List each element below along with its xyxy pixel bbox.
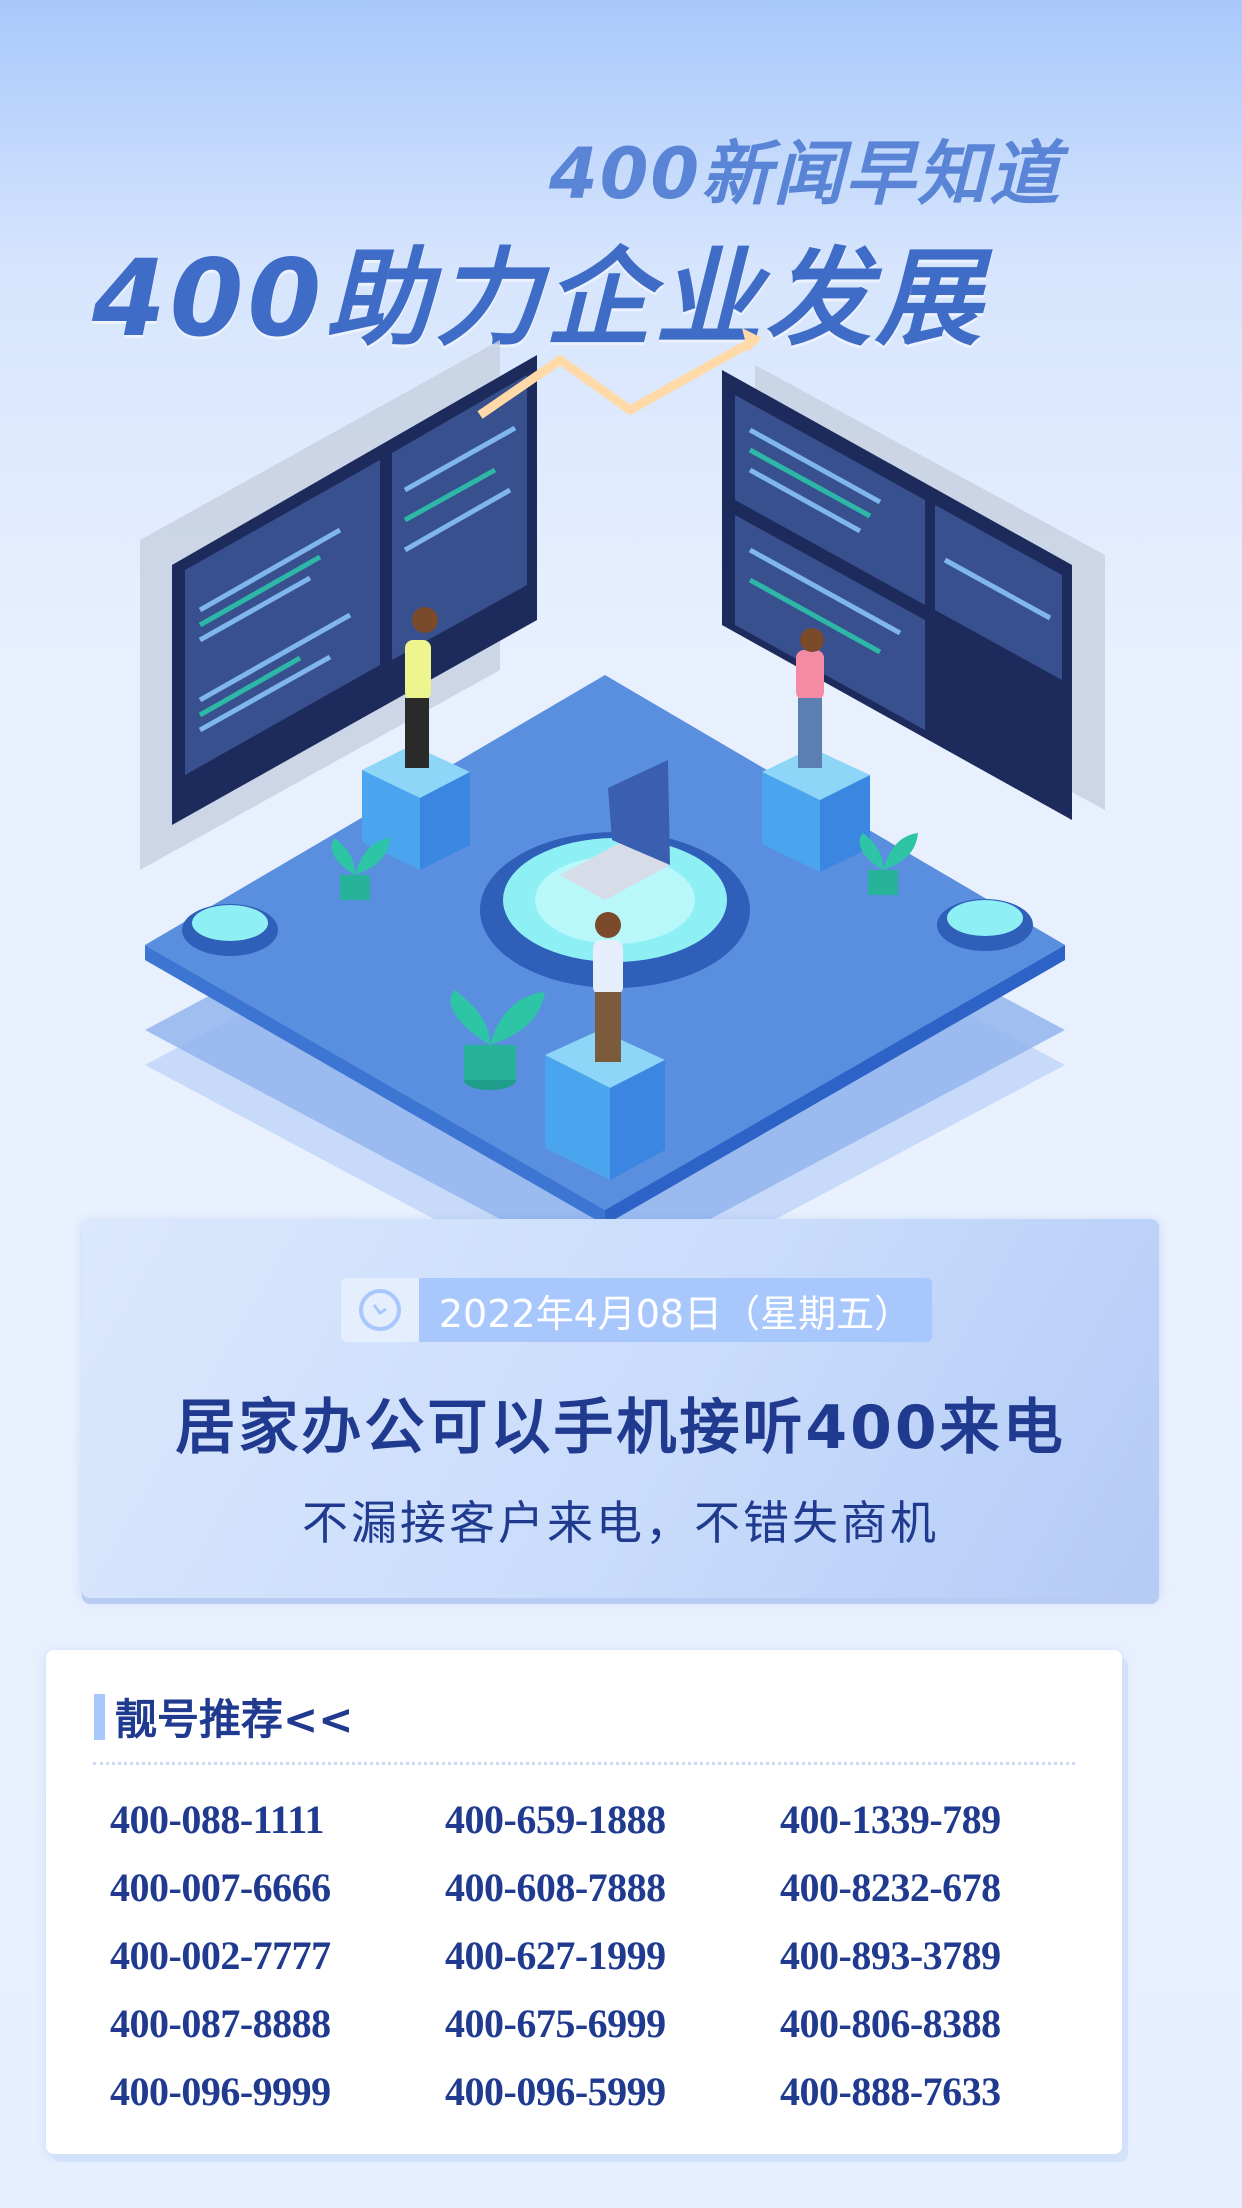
phone-number: 400-659-1888 <box>445 1797 666 1842</box>
divider <box>93 1762 1075 1765</box>
laptop-icon <box>560 840 670 900</box>
plant-icon <box>450 990 545 1090</box>
person-figure <box>405 607 438 768</box>
phone-number: 400-608-7888 <box>445 1865 666 1910</box>
phone-number: 400-096-5999 <box>445 2069 666 2114</box>
server-pedestal <box>762 748 870 872</box>
section-heading: 靓号推荐<< <box>94 1686 353 1747</box>
plant-icon <box>331 838 390 900</box>
heading-accent-bar <box>94 1693 105 1740</box>
phone-number: 400-007-6666 <box>110 1865 331 1910</box>
subtitle: 不漏接客户来电，不错失商机 <box>302 1496 939 1550</box>
phone-number: 400-675-6999 <box>445 2001 666 2046</box>
title-small: 400新闻早知道 <box>549 133 1062 215</box>
phone-number: 400-087-8888 <box>110 2001 331 2046</box>
numbers-grid: 400-088-1111 400-659-1888 400-1339-789 4… <box>110 1786 1115 2126</box>
date-text: 2022年4月08日（星期五） <box>438 1291 913 1336</box>
headline: 居家办公可以手机接听400来电 <box>175 1393 1066 1463</box>
platform-side <box>145 945 605 1220</box>
phone-number: 400-1339-789 <box>780 1797 1001 1842</box>
phone-number: 400-893-3789 <box>780 1933 1001 1978</box>
phone-number: 400-888-7633 <box>780 2069 1001 2114</box>
platform-side <box>605 945 1065 1220</box>
phone-number: 400-096-9999 <box>110 2069 331 2114</box>
numbers-card: 靓号推荐<< 400-088-1111 400-659-1888 400-133… <box>46 1650 1122 2154</box>
phone-number: 400-806-8388 <box>780 2001 1001 2046</box>
title-large: 400助力企业发展 <box>92 237 986 360</box>
date-badge: 2022年4月08日（星期五） <box>341 1278 932 1342</box>
phone-number: 400-8232-678 <box>780 1865 1001 1910</box>
phone-number: 400-088-1111 <box>110 1797 325 1842</box>
growth-arrow-icon <box>477 336 758 419</box>
phone-number: 400-002-7777 <box>110 1933 331 1978</box>
plant-icon <box>859 833 918 895</box>
person-figure <box>593 912 623 1062</box>
heading-text: 靓号推荐<< <box>115 1695 354 1744</box>
clock-icon <box>341 1278 419 1342</box>
phone-number: 400-627-1999 <box>445 1933 666 1978</box>
info-card: 2022年4月08日（星期五） 居家办公可以手机接听400来电 不漏接客户来电，… <box>82 1219 1159 1598</box>
person-figure <box>796 628 824 768</box>
isometric-data-center-illustration <box>140 328 1105 1220</box>
